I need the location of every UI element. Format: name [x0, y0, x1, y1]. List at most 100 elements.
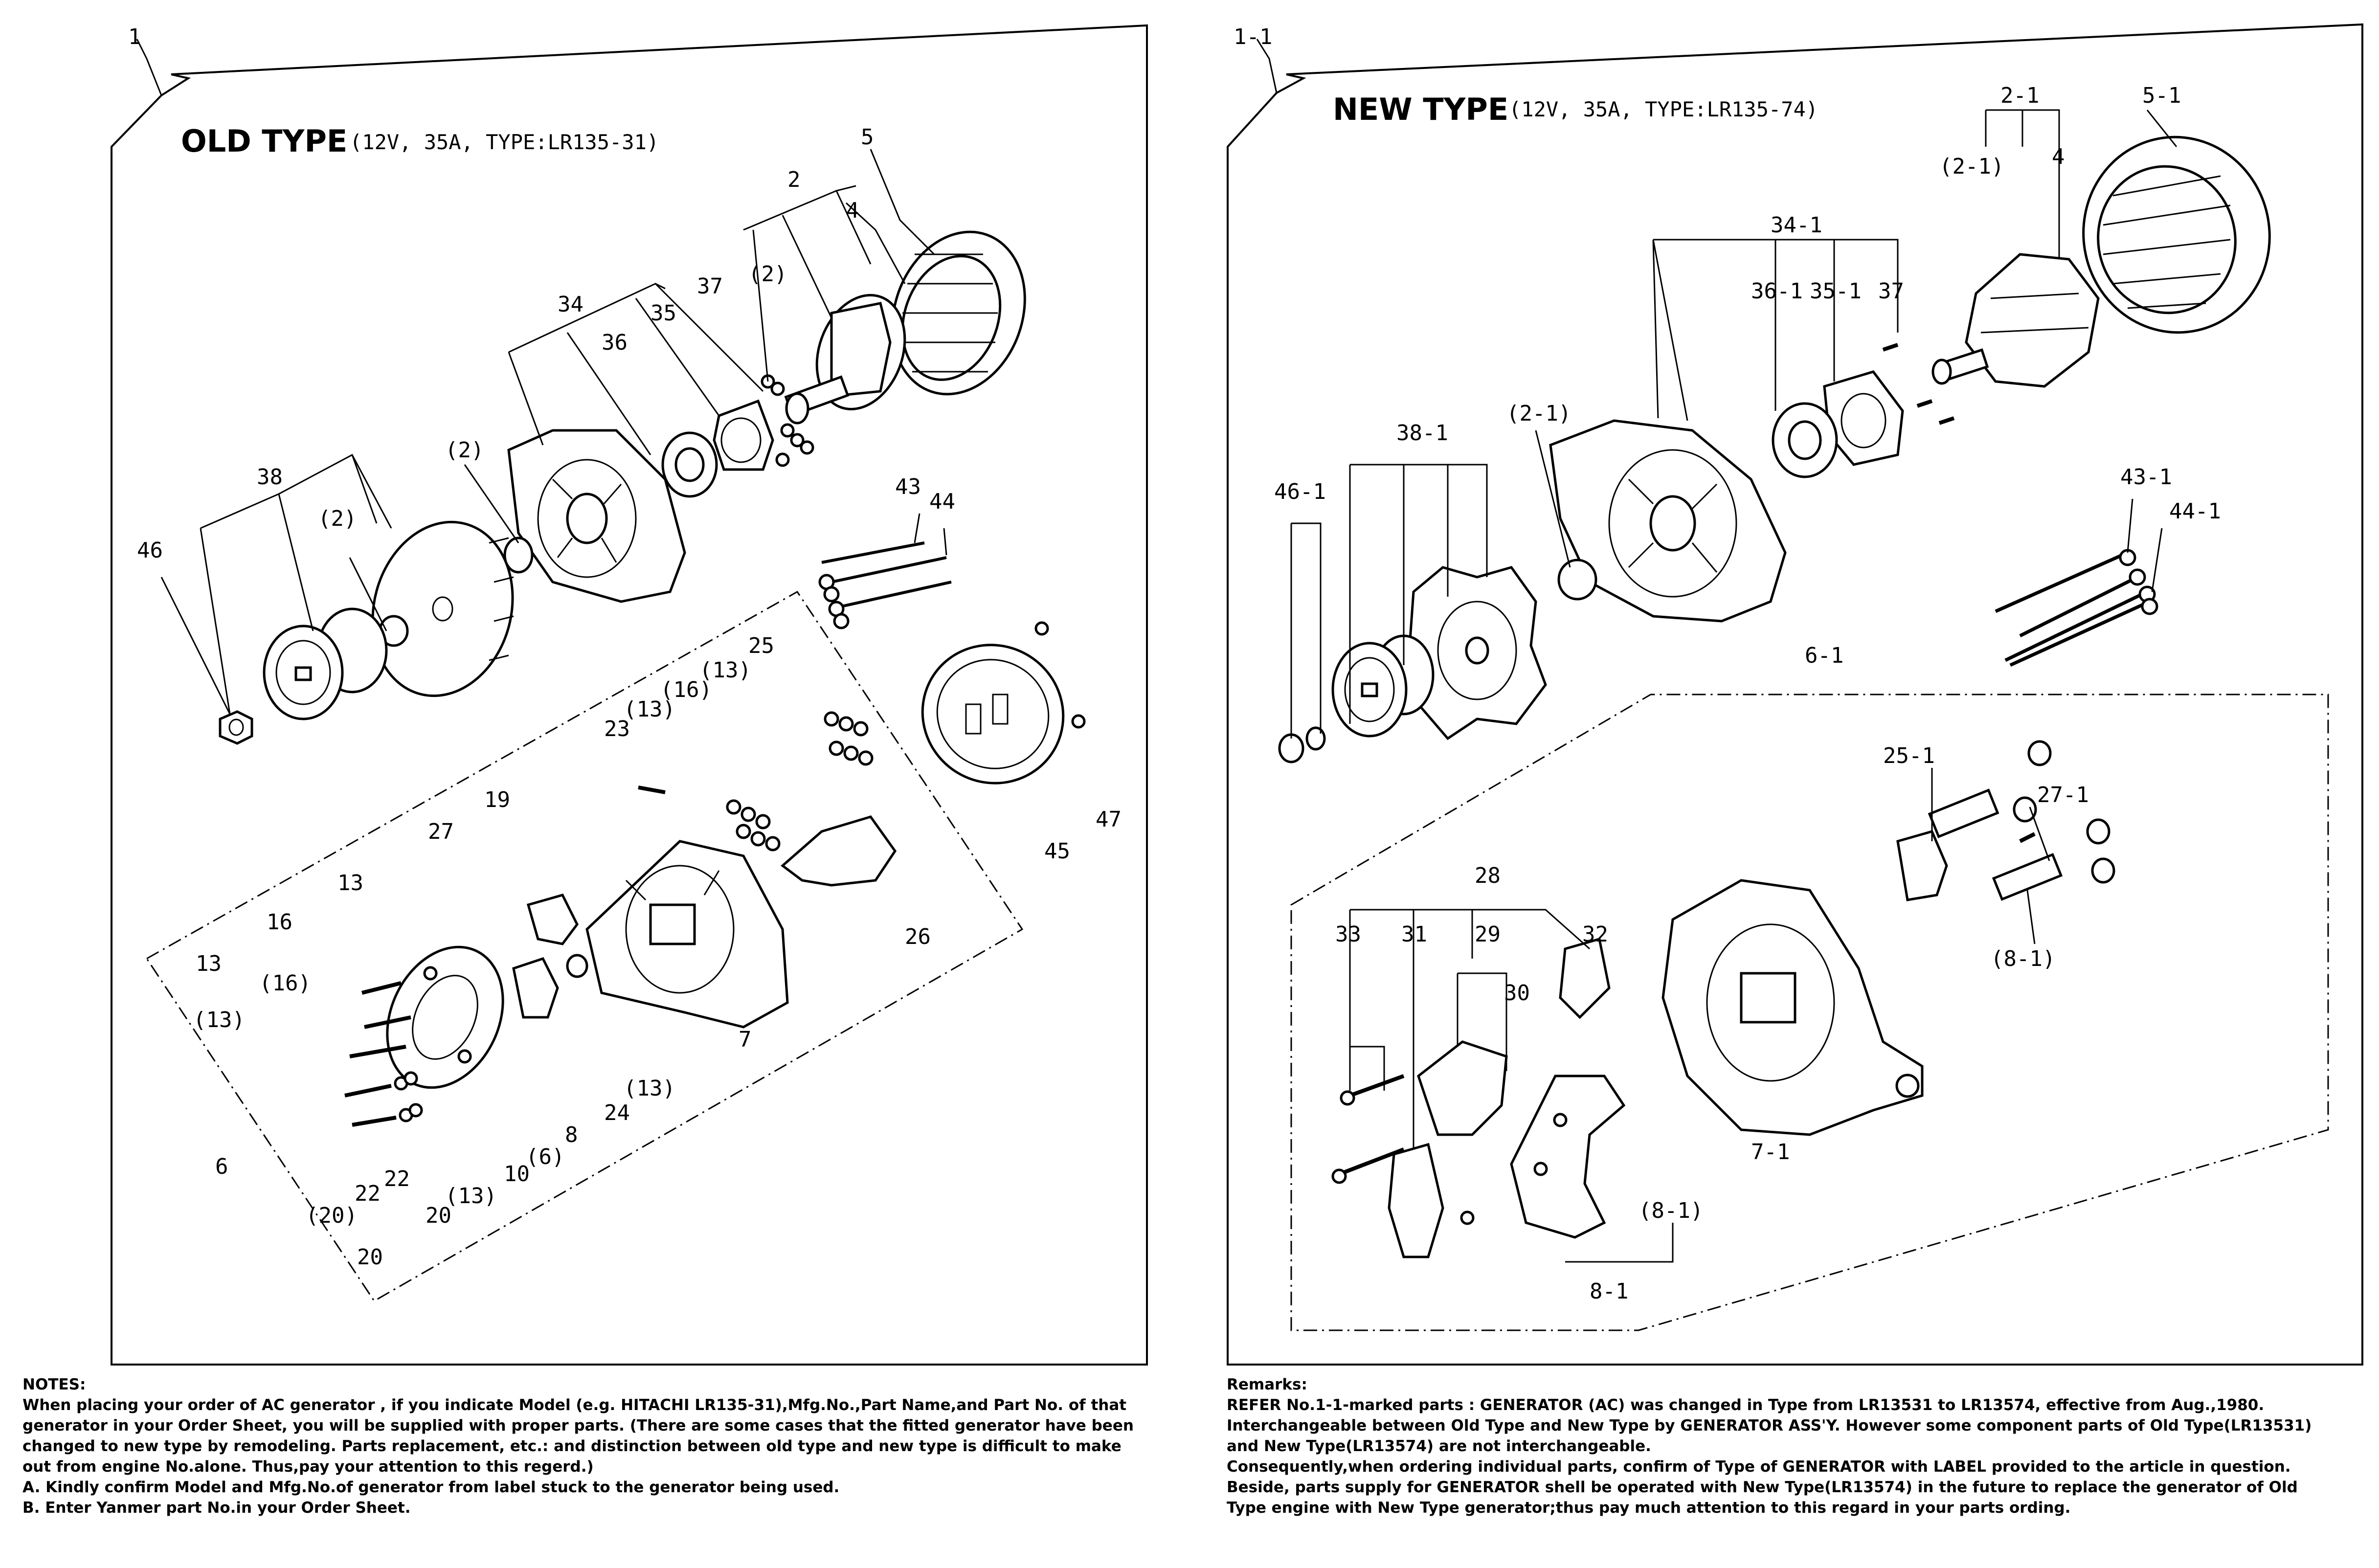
notes-line: A. Kindly confirm Model and Mfg.No.of ge…	[22, 1478, 840, 1496]
label-22-a: 22	[355, 1181, 381, 1206]
label-25: 25	[748, 633, 774, 658]
old-rectifier-10	[386, 945, 504, 1089]
remarks-line: Consequently,when ordering individual pa…	[1227, 1458, 2291, 1476]
label-20-b: 20	[357, 1245, 383, 1270]
old-bearing-36	[661, 431, 718, 498]
label-8-1-paren-b: (8-1)	[1638, 1198, 1703, 1223]
panel-new-subtitle: (12V, 35A, TYPE:LR135-74)	[1509, 97, 1818, 121]
remarks-heading: Remarks:	[1227, 1376, 1307, 1393]
panel-old-type: 1 OLD TYPE (12V, 35A, TYPE:LR135-31)	[111, 24, 1148, 1366]
remarks-block: Remarks: REFER No.1-1-marked parts : GEN…	[1227, 1374, 2366, 1518]
label-37-new: 37	[1878, 279, 1904, 304]
label-2: 2	[787, 167, 801, 192]
label-19: 19	[484, 787, 510, 812]
old-rear-cover-45	[921, 621, 1086, 784]
label-7-1: 7-1	[1751, 1140, 1790, 1165]
panel-old-number: 1	[128, 24, 141, 49]
old-fan-38	[371, 520, 514, 697]
remarks-line: Beside, parts supply for GENERATOR shell…	[1227, 1478, 2298, 1496]
label-2-1-paren-b: (2-1)	[1506, 401, 1571, 426]
label-6-paren: (6)	[526, 1144, 564, 1169]
label-35-1: 35-1	[1810, 279, 1862, 304]
new-stator	[2082, 135, 2271, 334]
new-bearing-36-1	[1772, 402, 1838, 478]
old-brush-19	[526, 894, 579, 945]
old-stator	[891, 230, 1026, 396]
label-5-1: 5-1	[2142, 83, 2181, 108]
new-through-bolts	[1995, 549, 2158, 667]
old-rear-housing-7	[585, 840, 789, 1029]
old-through-bolts	[818, 541, 952, 629]
panel-new-frame	[1227, 23, 2363, 1366]
label-23: 23	[604, 717, 630, 741]
label-6-1: 6-1	[1805, 643, 1843, 668]
label-2-paren-c: (2)	[318, 506, 357, 531]
panel-old-frame	[111, 24, 1148, 1366]
label-4-new: 4	[2052, 144, 2065, 169]
remarks-line: Type engine with New Type generator;thus…	[1227, 1499, 2071, 1517]
new-screws-37	[1882, 343, 1955, 425]
label-2-paren: (2)	[748, 262, 787, 287]
old-washer-24	[566, 954, 588, 978]
new-terminal-25-1	[1896, 740, 2115, 901]
label-13-paren-e: (13)	[445, 1184, 497, 1209]
old-leader-lines	[160, 149, 947, 715]
old-screws-37	[761, 374, 814, 467]
notes-line: changed to new type by remodeling. Parts…	[22, 1437, 1122, 1455]
remarks-line: and New Type(LR13574) are not interchang…	[1227, 1437, 1651, 1455]
label-13-b: 13	[196, 951, 222, 976]
label-46: 46	[137, 538, 163, 563]
label-38: 38	[257, 465, 283, 490]
label-31: 31	[1401, 922, 1427, 947]
new-regulator-29	[1417, 1040, 1508, 1136]
label-38-1: 38-1	[1396, 421, 1448, 446]
old-pulley	[263, 607, 388, 720]
label-8-1-paren-a: (8-1)	[1991, 946, 2055, 971]
notes-line: When placing your order of AC generator …	[22, 1396, 1127, 1414]
new-rectifier-8-1	[1510, 1075, 1626, 1239]
label-2-1: 2-1	[2000, 83, 2039, 108]
old-bolts	[344, 981, 423, 1127]
remarks-line: Interchangeable between Old Type and New…	[1227, 1417, 2312, 1434]
old-part-labels: 5 2 4 (2) 34 37 36 35 (2) 38 (2) 46 43 4…	[137, 125, 1122, 1270]
new-spacer	[1557, 559, 1597, 601]
old-terminal-hardware	[726, 711, 874, 851]
new-rotor	[1931, 253, 2100, 388]
label-36: 36	[602, 330, 628, 355]
notes-heading: NOTES:	[22, 1376, 86, 1393]
new-fan-38-1	[1407, 566, 1547, 740]
panel-old-title: OLD TYPE	[181, 123, 347, 159]
label-20-paren: (20)	[306, 1203, 358, 1228]
label-4: 4	[846, 198, 859, 223]
notes-block: NOTES: When placing your order of AC gen…	[22, 1374, 1147, 1518]
label-6: 6	[215, 1154, 228, 1179]
label-26: 26	[905, 924, 931, 949]
new-pulley	[1331, 634, 1435, 738]
label-27-1: 27-1	[2037, 783, 2089, 807]
new-leader-lines	[1290, 109, 2177, 1263]
panel-new-type: 1-1 NEW TYPE (12V, 35A, TYPE:LR135-74)	[1227, 23, 2363, 1366]
label-33: 33	[1335, 922, 1361, 947]
label-25-1: 25-1	[1883, 743, 1935, 768]
label-16-paren-b: (16)	[259, 971, 311, 996]
label-30: 30	[1504, 981, 1530, 1006]
label-34-1: 34-1	[1771, 213, 1822, 238]
old-retainer-35	[713, 399, 774, 471]
label-7: 7	[739, 1027, 752, 1052]
notes-line: B. Enter Yanmer part No.in your Order Sh…	[22, 1499, 411, 1517]
label-43-1: 43-1	[2120, 465, 2172, 490]
old-pin-23	[638, 785, 666, 794]
label-29: 29	[1475, 922, 1501, 947]
remarks-line: REFER No.1-1-marked parts : GENERATOR (A…	[1227, 1396, 2265, 1414]
label-8-1: 8-1	[1590, 1279, 1628, 1304]
old-spacer	[503, 537, 534, 574]
label-37: 37	[697, 274, 723, 299]
label-44-1: 44-1	[2169, 499, 2221, 524]
label-34: 34	[558, 292, 584, 317]
label-45: 45	[1044, 839, 1070, 864]
label-47: 47	[1096, 807, 1122, 832]
label-13-a: 13	[337, 871, 363, 896]
label-46-1: 46-1	[1274, 479, 1326, 504]
old-nut-46	[219, 710, 253, 745]
label-22-b: 22	[384, 1166, 410, 1191]
